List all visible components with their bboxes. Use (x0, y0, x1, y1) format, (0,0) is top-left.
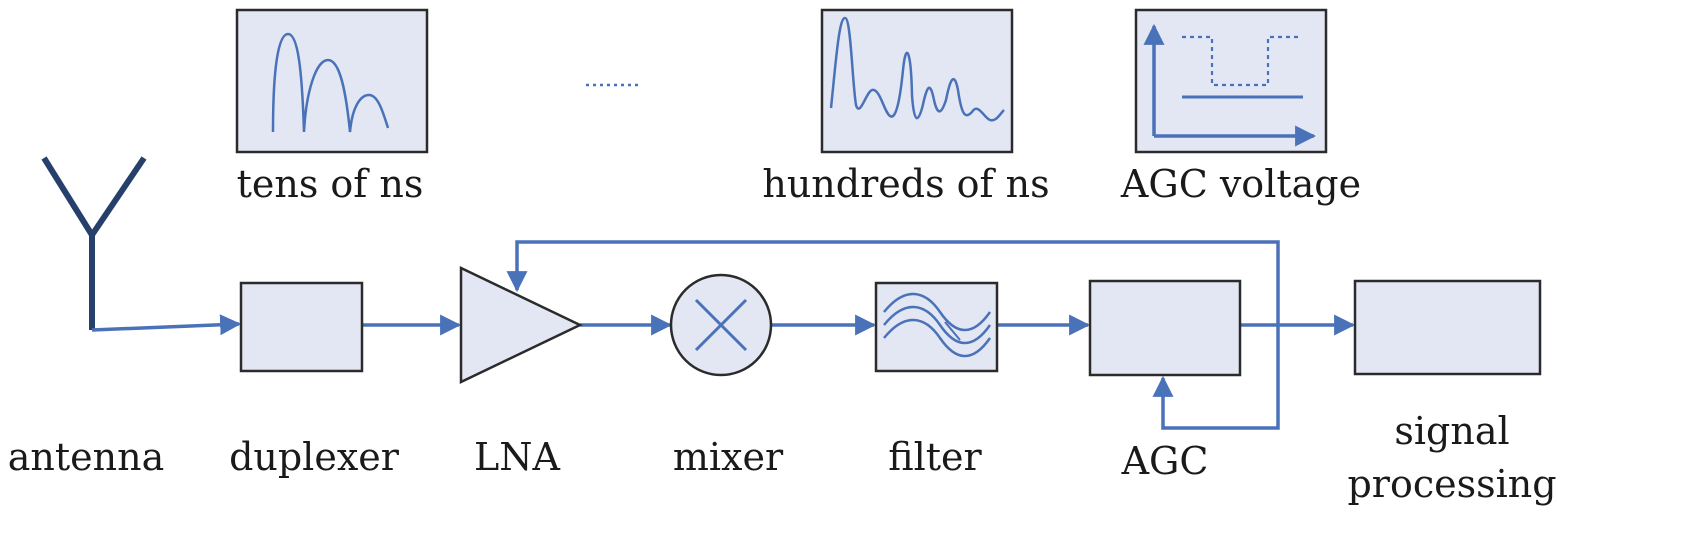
filter-waves-icon (883, 292, 992, 358)
feedback-to-agc-arrow (1152, 325, 1280, 430)
antenna-to-duplexer-arrow (91, 314, 242, 336)
hundreds-of-ns-label: hundreds of ns (762, 162, 1049, 206)
antenna-label: antenna (8, 435, 165, 479)
mixer-block (669, 273, 773, 377)
filter-label: filter (888, 435, 982, 479)
signal-processing-block (1353, 279, 1542, 376)
hundreds-of-ns-panel (820, 8, 1014, 154)
agc-voltage-label: AGC voltage (1120, 162, 1361, 206)
mixer-label: mixer (673, 435, 784, 479)
feedback-to-lna-arrow (506, 240, 1280, 325)
duplexer-block (239, 281, 364, 373)
tens-of-ns-panel (235, 8, 429, 154)
agc-voltage-panel (1134, 8, 1328, 154)
agc-label: AGC (1121, 439, 1209, 483)
agc-voltage-dashed-waveform (1182, 35, 1298, 87)
antenna-icon (41, 156, 147, 330)
duplexer-label: duplexer (229, 435, 400, 479)
agc-block (1088, 279, 1242, 377)
tens-of-ns-waveform (271, 32, 390, 133)
hundreds-of-ns-waveform (829, 16, 1005, 122)
hundreds-of-ns-inset (820, 8, 1014, 154)
signal-processing-label-line2: processing (1347, 462, 1556, 506)
lna-label: LNA (474, 435, 560, 479)
tens-of-ns-label: tens of ns (237, 162, 424, 206)
tens-of-ns-inset (235, 8, 429, 154)
agc-voltage-inset (1134, 8, 1328, 154)
signal-processing-label-line1: signal (1394, 409, 1509, 453)
lna-amplifier-triangle (459, 266, 583, 384)
filter-block (874, 281, 999, 373)
